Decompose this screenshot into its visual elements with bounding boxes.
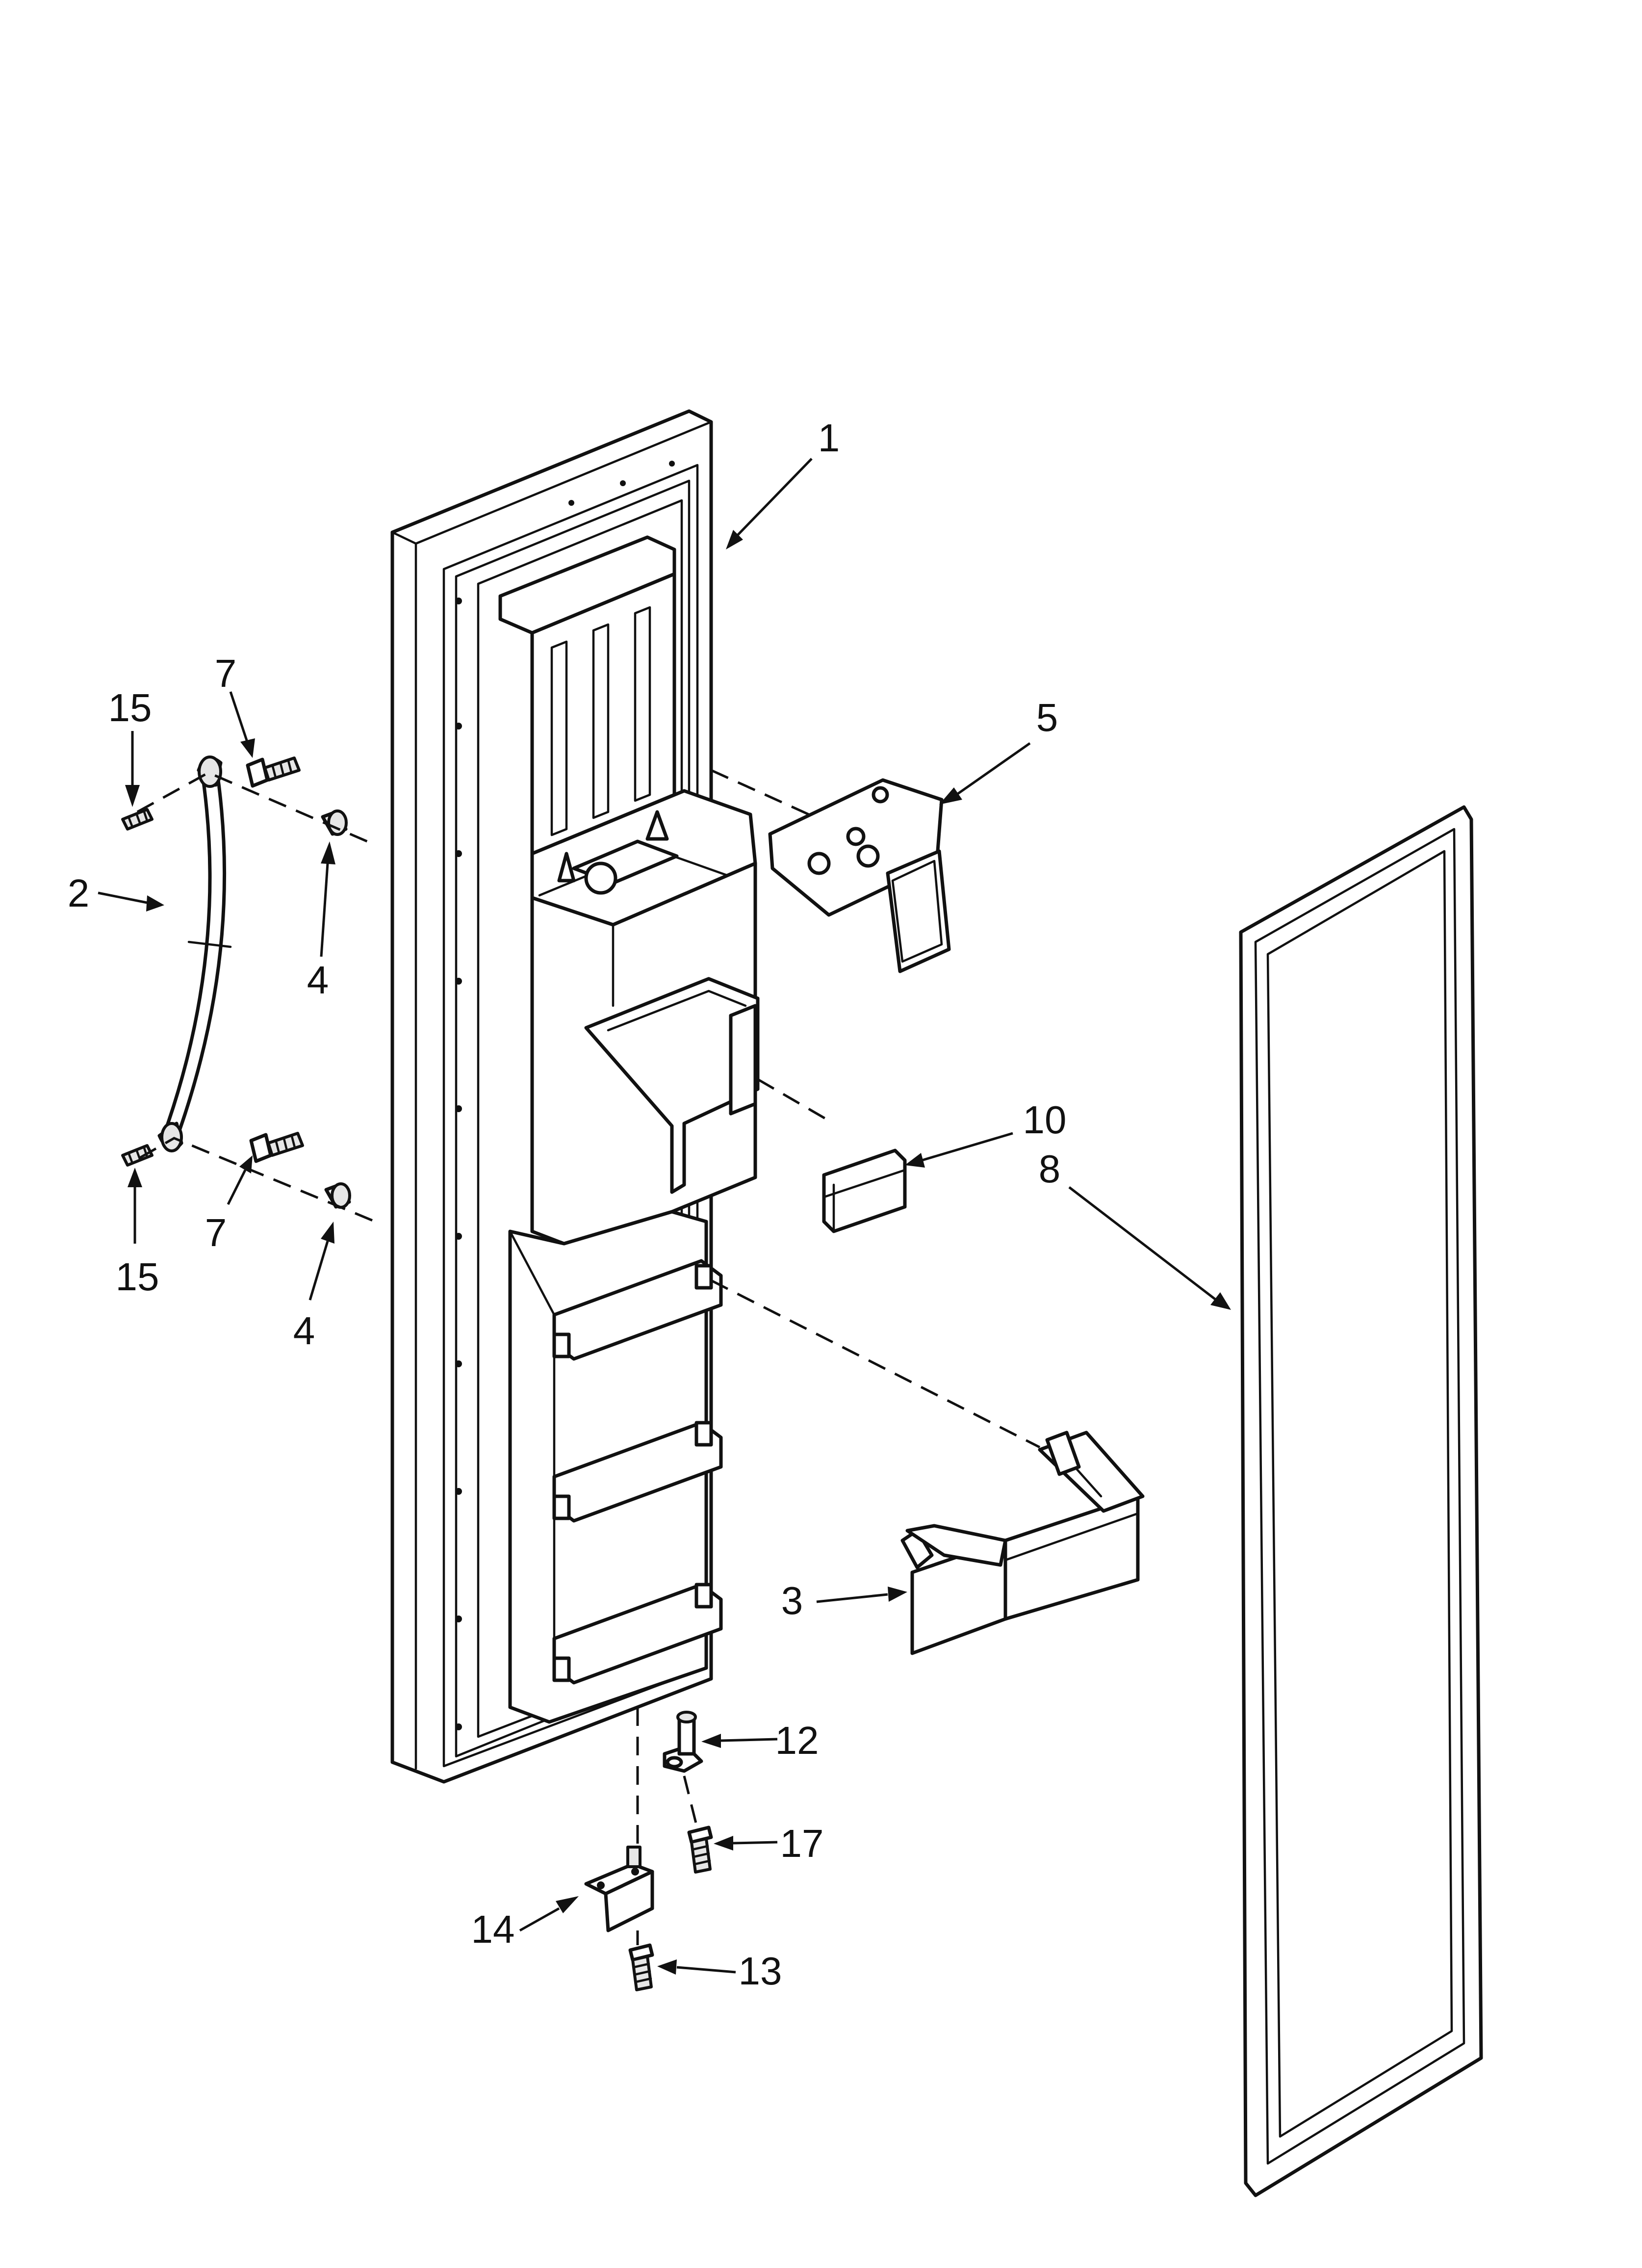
hinge-bracket bbox=[584, 1846, 654, 1932]
door-frame-screw-holes bbox=[455, 461, 675, 1730]
mount-line-bin bbox=[710, 1279, 1041, 1449]
callout-12: 12 bbox=[775, 1719, 819, 1762]
door-handle bbox=[157, 756, 232, 1152]
mount-line-cover bbox=[710, 769, 815, 818]
callout-4-top: 4 bbox=[307, 958, 329, 1002]
callout-7-bottom: 7 bbox=[205, 1211, 227, 1254]
callout-13: 13 bbox=[739, 1949, 782, 1993]
callout-1: 1 bbox=[818, 416, 840, 460]
callout-17: 17 bbox=[780, 1822, 824, 1865]
set-screw-top bbox=[121, 808, 154, 831]
mount-line-insert bbox=[757, 1078, 835, 1125]
callout-7-top: 7 bbox=[215, 652, 237, 695]
dispenser-cover-plate bbox=[768, 778, 951, 973]
callout-8: 8 bbox=[1039, 1147, 1061, 1191]
leader-lines bbox=[98, 458, 1231, 1975]
set-screw-bottom bbox=[121, 1144, 154, 1167]
hinge-screw bbox=[687, 1825, 713, 1874]
callout-labels: 1 2 3 4 4 5 7 7 8 10 12 13 14 15 15 17 bbox=[68, 416, 1067, 1993]
callout-15-bottom: 15 bbox=[116, 1255, 159, 1299]
callout-2: 2 bbox=[68, 871, 90, 915]
mount-line-hinge-pin bbox=[683, 1775, 698, 1825]
handle-screw-top bbox=[246, 756, 301, 788]
door-shelf-bin bbox=[900, 1431, 1145, 1655]
mount-line-handle-bottom bbox=[139, 1137, 376, 1223]
freezer-door-assembly bbox=[390, 409, 760, 1784]
callout-4-bottom: 4 bbox=[293, 1309, 315, 1353]
callout-5: 5 bbox=[1036, 696, 1058, 739]
callout-10: 10 bbox=[1023, 1098, 1067, 1142]
hinge-bracket-screw bbox=[628, 1943, 654, 1991]
spacer-bottom bbox=[324, 1182, 351, 1209]
spacer-top bbox=[321, 809, 348, 836]
callout-14: 14 bbox=[471, 1907, 515, 1951]
door-gasket bbox=[1239, 805, 1483, 2197]
handle-screw-bottom bbox=[249, 1132, 304, 1163]
hinge-pin bbox=[663, 1711, 703, 1773]
dispenser-insert-strip bbox=[822, 1148, 907, 1233]
callout-3: 3 bbox=[781, 1579, 803, 1622]
callout-15-top: 15 bbox=[108, 686, 152, 730]
